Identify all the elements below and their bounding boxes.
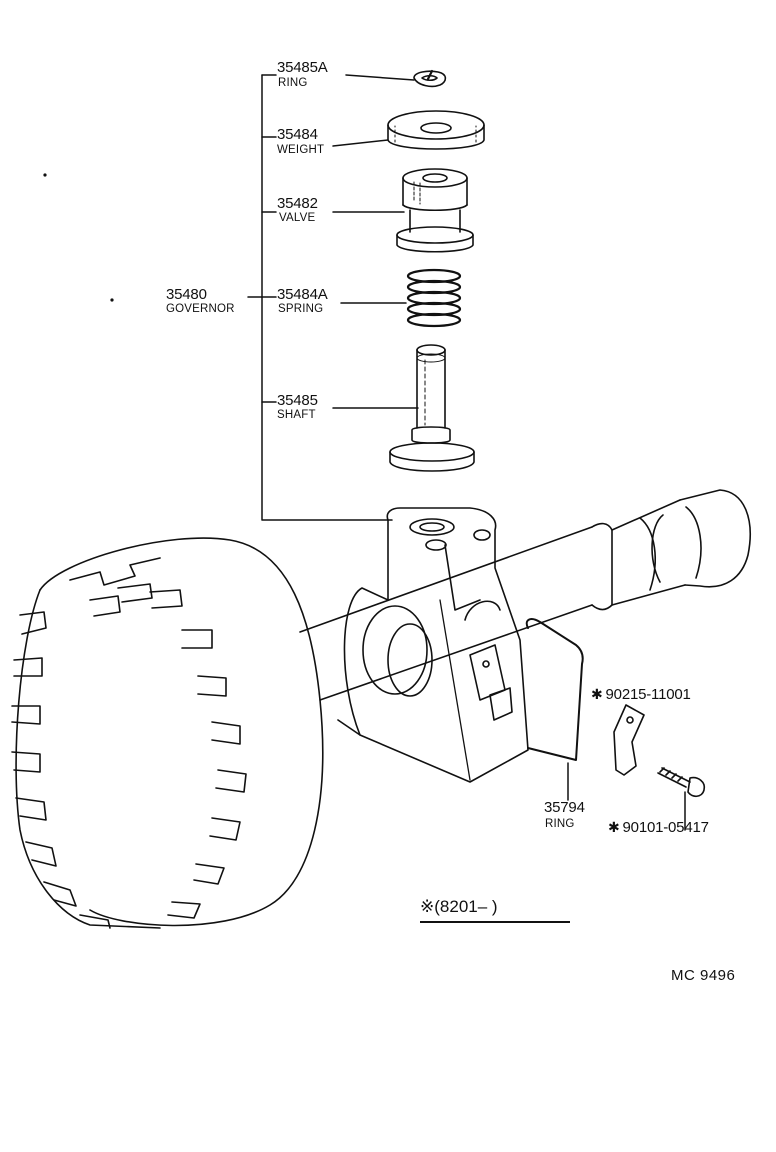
mark-symbol: ✱ — [591, 686, 603, 702]
governor-number: 35480 — [166, 286, 207, 303]
bolt-number: 90101-05417 — [622, 819, 709, 836]
spring-part — [406, 268, 462, 328]
bolt-part-label: ✱90101-05417 — [608, 820, 709, 835]
snap-ring-part — [413, 69, 447, 88]
shaft-number: 35485 — [277, 392, 318, 409]
ring-side-name: RING — [545, 818, 575, 830]
ring-top-number: 35485A — [277, 59, 328, 76]
valve-name: VALVE — [279, 212, 316, 224]
ring-top-name: RING — [278, 77, 308, 89]
bolt-part — [657, 767, 706, 798]
weight-name: WEIGHT — [277, 144, 325, 156]
stray-dot — [43, 173, 47, 177]
leader-lines — [247, 74, 686, 831]
weight-number: 35484 — [277, 126, 318, 143]
spring-number: 35484A — [277, 286, 328, 303]
clutch-drum — [11, 537, 324, 929]
plate-part-label: ✱90215-11001 — [591, 687, 691, 702]
output-shaft — [299, 489, 751, 701]
shaft-part — [389, 344, 475, 472]
diagram-code: MC 9496 — [671, 967, 736, 984]
valve-number: 35482 — [277, 195, 318, 212]
wire-ring-part — [525, 618, 584, 761]
applicability-note: ※(8201– ) — [420, 897, 498, 916]
spring-name: SPRING — [278, 303, 324, 315]
stray-dot — [110, 298, 114, 302]
weight-part — [387, 110, 485, 150]
governor-name: GOVERNOR — [166, 303, 235, 315]
note-underline — [420, 921, 570, 923]
governor-body — [337, 507, 529, 783]
ring-side-number: 35794 — [544, 799, 585, 816]
valve-part — [396, 168, 474, 253]
lock-plate-part — [613, 704, 645, 776]
shaft-name: SHAFT — [277, 409, 316, 421]
plate-number: 90215-11001 — [605, 686, 691, 703]
mark-symbol: ✱ — [608, 819, 620, 835]
